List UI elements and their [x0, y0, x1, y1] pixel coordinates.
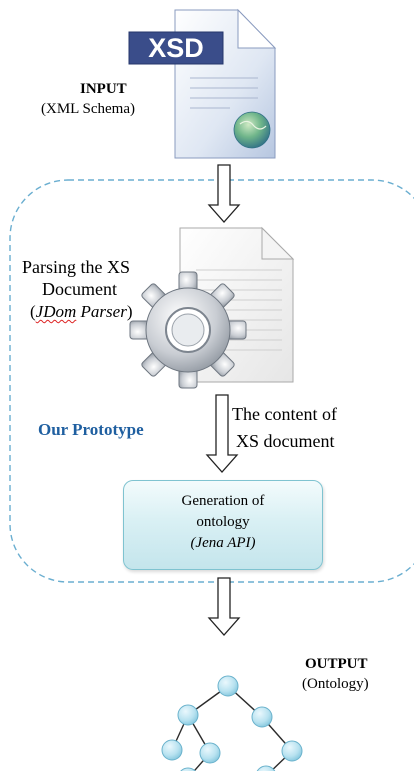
flow-label-line2: XS document — [236, 431, 335, 451]
down-arrow-icon — [207, 164, 241, 223]
down-arrow-icon — [205, 394, 239, 473]
parsing-label-line1: Parsing the XS — [22, 257, 130, 277]
parsing-tool-name: JDom — [35, 302, 77, 321]
parsing-tool-suffix: Parser — [76, 302, 127, 321]
parsing-close-paren: ) — [126, 302, 133, 321]
input-subtitle: (XML Schema) — [41, 101, 135, 117]
parsing-open-paren: ( — [30, 302, 36, 321]
parsing-label-line2: Document — [42, 279, 117, 299]
flow-label-line1: The content of — [232, 404, 337, 424]
input-title: INPUT — [80, 81, 127, 97]
generation-tool: (Jena API) — [190, 535, 256, 551]
generation-line2: ontology — [196, 514, 250, 530]
output-subtitle: (Ontology) — [302, 676, 369, 692]
generation-line1: Generation of — [181, 493, 265, 509]
ontology-tree-icon — [161, 675, 303, 771]
xsd-file-label: XSD — [148, 33, 204, 63]
output-title: OUTPUT — [305, 656, 368, 672]
prototype-label: Our Prototype — [38, 420, 144, 439]
generation-box: Generation of ontology (Jena API) — [123, 480, 323, 570]
parsing-tool-label: (JDom Parser) — [30, 301, 132, 323]
gear-icon — [129, 271, 247, 389]
xsd-file-icon — [128, 8, 277, 159]
down-arrow-icon — [207, 577, 241, 636]
